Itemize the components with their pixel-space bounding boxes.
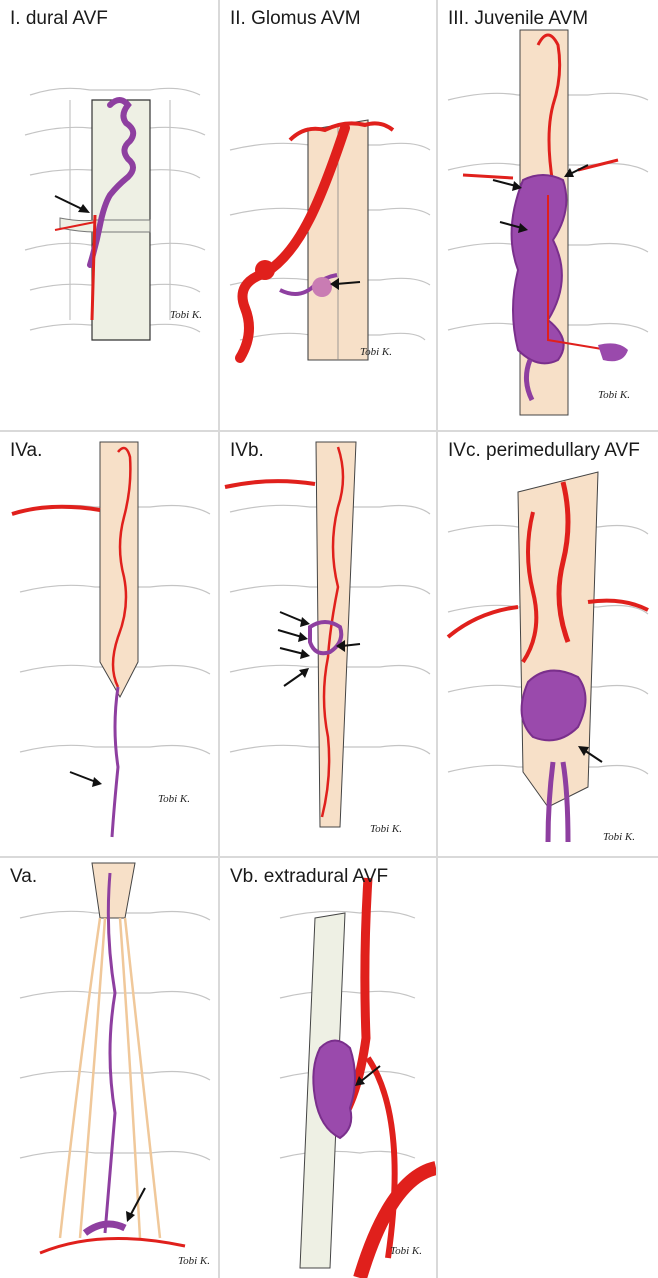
signature: Tobi K. [370, 823, 402, 835]
pointer-arrow [493, 180, 522, 191]
vein-path [105, 873, 115, 1233]
juvenile-avm-illustration: Tobi K. [438, 0, 658, 430]
panel-iva: Tobi K. IVa. [0, 432, 218, 856]
panel-label: IVc. perimedullary AVF [448, 440, 640, 462]
pointer-arrow [280, 612, 310, 627]
dural-avf-illustration: Tobi K. [0, 0, 218, 430]
pointer-arrow [55, 196, 90, 213]
pointer-arrow [278, 630, 308, 642]
panel-dural-avf: Tobi K. I. dural AVF [0, 0, 218, 430]
panel-va: Tobi K. Va. [0, 858, 218, 1278]
spinal-cord-shape [316, 442, 356, 827]
spinal-cord-shape [100, 442, 138, 697]
pointer-arrow [70, 772, 102, 787]
artery-path [40, 1238, 185, 1253]
signature: Tobi K. [170, 309, 202, 321]
panel-label: II. Glomus AVM [230, 8, 361, 30]
vb-illustration: Tobi K. [220, 858, 436, 1278]
nidus [522, 671, 586, 741]
panel-label: IVa. [10, 440, 42, 462]
signature: Tobi K. [598, 389, 630, 401]
nidus [312, 277, 332, 297]
iva-illustration: Tobi K. [0, 432, 218, 856]
signature: Tobi K. [603, 831, 635, 843]
panel-label: I. dural AVF [10, 8, 108, 30]
panel-glomus-avm: Tobi K. II. Glomus AVM [220, 0, 436, 430]
signature: Tobi K. [390, 1245, 422, 1257]
va-illustration: Tobi K. [0, 858, 218, 1278]
panel-vb-extradural-avf: Tobi K. Vb. extradural AVF [220, 858, 436, 1278]
panel-ivc-perimedullary-avf: Tobi K. IVc. perimedullary AVF [438, 432, 658, 856]
panel-label: III. Juvenile AVM [448, 8, 588, 30]
ivb-illustration: Tobi K. [220, 432, 436, 856]
pointer-arrow [280, 648, 310, 659]
signature: Tobi K. [178, 1255, 210, 1267]
panel-label: Vb. extradural AVF [230, 866, 388, 888]
signature: Tobi K. [158, 793, 190, 805]
signature: Tobi K. [360, 346, 392, 358]
panel-juvenile-avm: Tobi K. III. Juvenile AVM [438, 0, 658, 430]
spinal-cord-shape [92, 863, 135, 918]
nidus [512, 175, 567, 363]
glomus-avm-illustration: Tobi K. [220, 0, 436, 430]
vein-path [112, 687, 118, 837]
panel-label: Va. [10, 866, 37, 888]
pointer-arrow [126, 1188, 145, 1222]
pointer-arrow [284, 668, 309, 686]
panel-ivb: Tobi K. IVb. [220, 432, 436, 856]
empty-cell [438, 858, 658, 1278]
ivc-illustration: Tobi K. [438, 432, 658, 856]
panel-label: IVb. [230, 440, 264, 462]
